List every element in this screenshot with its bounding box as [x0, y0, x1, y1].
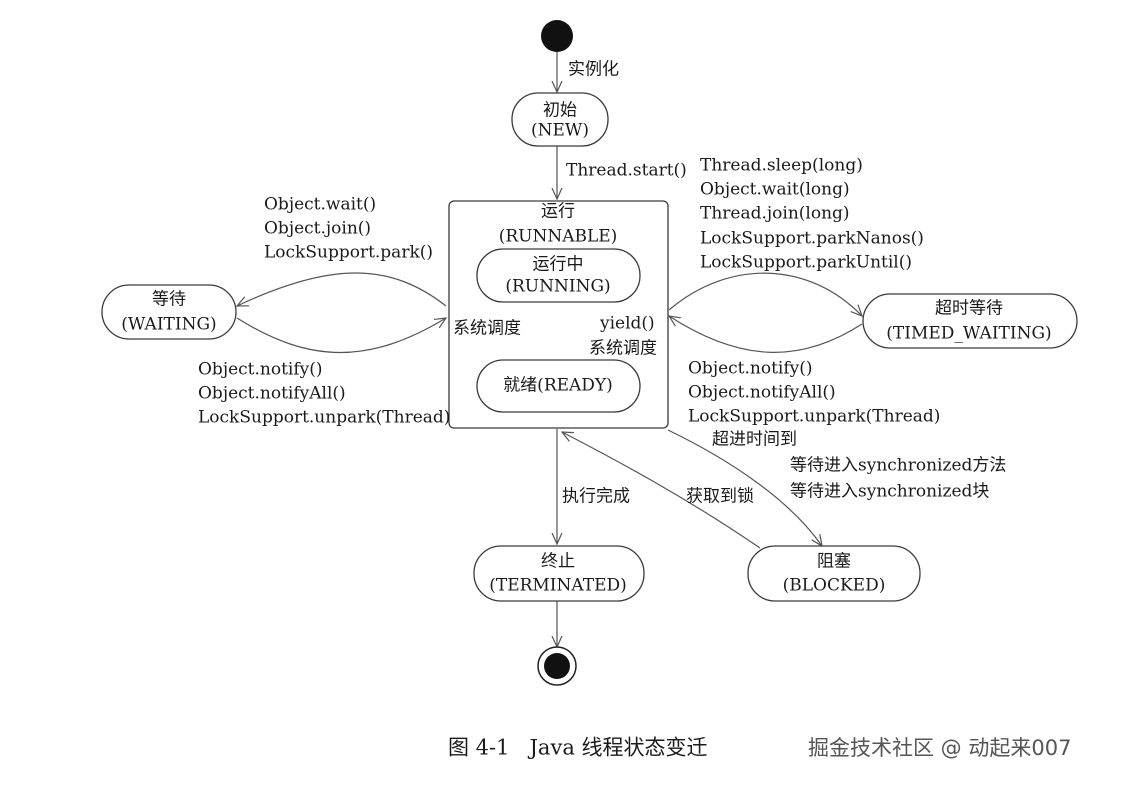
state-new-label: 初始 — [543, 101, 577, 121]
label-schedule-left: 系统调度 — [453, 319, 521, 339]
watermark: 掘金技术社区 @ 动起来007 — [808, 736, 1071, 760]
figure-caption: 图 4-1 Java 线程状态变迁 — [448, 736, 708, 760]
state-blocked-sublabel: (BLOCKED) — [783, 576, 886, 596]
label-to-waiting-1: Object.wait() — [264, 195, 376, 215]
edge-lock-acquired — [562, 432, 761, 549]
state-runnable-sublabel: (RUNNABLE) — [499, 227, 618, 247]
label-start: Thread.start() — [566, 161, 687, 181]
state-timed-waiting-label: 超时等待 — [935, 299, 1003, 319]
label-to-waiting-2: Object.join() — [264, 219, 371, 239]
edge-from-timed-waiting — [669, 316, 863, 353]
label-from-waiting-3: LockSupport.unpark(Thread) — [198, 408, 450, 428]
state-waiting-sublabel: (WAITING) — [121, 315, 216, 335]
state-waiting-label: 等待 — [152, 290, 186, 310]
label-from-timed-3: LockSupport.unpark(Thread) — [688, 407, 940, 427]
label-schedule-right: 系统调度 — [589, 339, 657, 359]
state-terminated — [473, 545, 645, 602]
end-node-core — [544, 653, 570, 679]
label-timeout: 超进时间到 — [712, 430, 797, 450]
state-blocked-label: 阻塞 — [817, 552, 851, 572]
label-to-blocked-1: 等待进入synchronized方法 — [790, 456, 1006, 476]
edge-to-blocked — [667, 429, 822, 546]
state-terminated-sublabel: (TERMINATED) — [489, 576, 627, 596]
state-runnable-label: 运行 — [541, 202, 575, 222]
label-from-timed-2: Object.notifyAll() — [688, 383, 836, 403]
label-from-waiting-1: Object.notify() — [198, 360, 323, 380]
state-new — [511, 92, 609, 147]
state-ready — [476, 359, 641, 413]
state-timed-waiting — [862, 293, 1078, 349]
label-complete: 执行完成 — [562, 487, 630, 507]
state-running-sublabel: (RUNNING) — [505, 277, 610, 297]
state-terminated-label: 终止 — [541, 552, 575, 572]
edge-from-waiting — [236, 318, 446, 354]
start-node — [541, 20, 573, 52]
state-timed-waiting-sublabel: (TIMED_WAITING) — [886, 324, 1051, 344]
label-to-timed-1: Thread.sleep(long) — [700, 156, 863, 176]
label-to-timed-4: LockSupport.parkNanos() — [700, 229, 924, 249]
label-to-timed-2: Object.wait(long) — [700, 180, 850, 200]
state-blocked — [747, 545, 921, 602]
state-ready-label: 就绪(READY) — [503, 376, 613, 396]
label-from-timed-1: Object.notify() — [688, 359, 813, 379]
label-to-timed-5: LockSupport.parkUntil() — [700, 253, 912, 273]
state-new-sublabel: (NEW) — [531, 121, 589, 141]
label-from-waiting-2: Object.notifyAll() — [198, 384, 346, 404]
edge-to-timed-waiting — [668, 272, 862, 316]
label-instantiate: 实例化 — [568, 60, 619, 80]
state-running — [476, 248, 641, 303]
state-waiting — [101, 284, 237, 340]
label-to-blocked-2: 等待进入synchronized块 — [790, 482, 989, 502]
label-yield: yield() — [599, 314, 655, 334]
label-to-waiting-3: LockSupport.park() — [264, 243, 433, 263]
label-to-timed-3: Thread.join(long) — [700, 204, 850, 224]
label-lock-acquired: 获取到锁 — [686, 487, 754, 507]
state-running-label: 运行中 — [533, 255, 584, 275]
edge-to-waiting — [237, 272, 447, 306]
